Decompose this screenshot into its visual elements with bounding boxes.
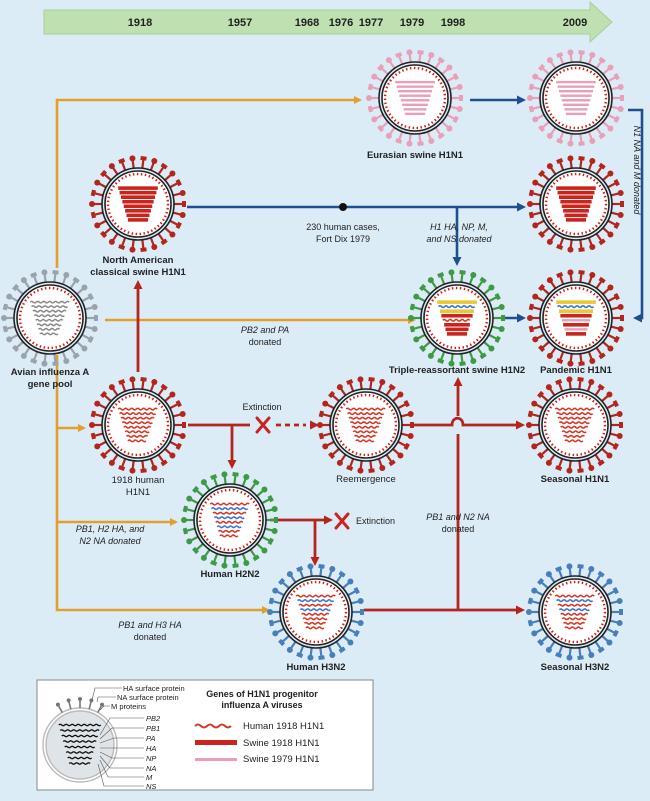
legend-title-2: influenza A viruses bbox=[221, 700, 302, 710]
label-na-classical-1: North American bbox=[103, 255, 174, 266]
virus-na-classical bbox=[89, 155, 186, 253]
label-triple-reassortant: Triple-reassortant swine H1N2 bbox=[389, 365, 525, 376]
extinction-label-2: Extinction bbox=[356, 516, 395, 526]
fortdix-line2: Fort Dix 1979 bbox=[316, 234, 370, 244]
legend-item-human-1918: Human 1918 H1N1 bbox=[194, 721, 324, 732]
legend-label-swine-1918: Swine 1918 H1N1 bbox=[243, 738, 320, 749]
fortdix-dot bbox=[339, 203, 347, 211]
legend-virus-diagram bbox=[42, 697, 118, 783]
legend: HA surface protein NA surface protein M … bbox=[36, 679, 374, 791]
virus-particles bbox=[1, 49, 624, 661]
label-human-h3n2: Human H3N2 bbox=[286, 662, 345, 673]
n1-na-vertical: N1 NA and M donated bbox=[632, 126, 642, 216]
virus-labels: Eurasian swine H1N1 North American class… bbox=[11, 150, 613, 673]
swine-lineage-lines bbox=[187, 95, 644, 323]
legend-gene-np: NP bbox=[146, 754, 156, 763]
virus-classical-2009 bbox=[527, 155, 624, 253]
label-na-classical-2: classical swine H1N1 bbox=[90, 267, 186, 278]
legend-gene-pb1: PB1 bbox=[146, 724, 160, 733]
year-1977: 1977 bbox=[359, 17, 383, 29]
label-avian-2: gene pool bbox=[28, 379, 73, 390]
virus-pandemic-h1n1 bbox=[527, 269, 624, 367]
pb1-h2-line2: N2 NA donated bbox=[79, 536, 141, 546]
pb1-n2-line1: PB1 and N2 NA bbox=[426, 512, 490, 522]
legend-gene-m: M bbox=[146, 773, 153, 782]
legend-protein-na: NA surface protein bbox=[117, 693, 179, 702]
label-pandemic: Pandemic H1N1 bbox=[540, 365, 613, 376]
label-reemergence: Reemergence bbox=[336, 474, 396, 485]
label-avian-1: Avian influenza A bbox=[11, 367, 90, 378]
virus-eurasian-swine bbox=[366, 49, 463, 147]
h1-donated-line1: H1 HA, NP, M, bbox=[430, 222, 488, 232]
annotations: 230 human cases, Fort Dix 1979 H1 HA, NP… bbox=[76, 126, 642, 642]
timeline-years: 1918 1957 1968 1976 1977 1979 1998 2009 bbox=[128, 17, 587, 29]
human-lineage-lines bbox=[133, 280, 525, 615]
year-1968: 1968 bbox=[295, 17, 319, 29]
legend-item-swine-1979: Swine 1979 H1N1 bbox=[195, 754, 320, 765]
label-seasonal-h1n1: Seasonal H1N1 bbox=[541, 474, 610, 485]
legend-protein-m: M proteins bbox=[111, 702, 146, 711]
pb1-h3-line2: donated bbox=[134, 632, 167, 642]
legend-protein-ha: HA surface protein bbox=[123, 684, 185, 693]
virus-seasonal-h3n2 bbox=[526, 563, 623, 661]
extinction-x-marks bbox=[255, 416, 350, 530]
label-eurasian-swine: Eurasian swine H1N1 bbox=[367, 150, 464, 161]
avian-donor-lines bbox=[55, 96, 416, 614]
virus-human-h2n2 bbox=[181, 471, 278, 569]
label-human-h2n2: Human H2N2 bbox=[200, 569, 259, 580]
year-1979: 1979 bbox=[400, 17, 424, 29]
virus-triple-reassortant bbox=[408, 269, 505, 367]
virus-pandemic-eurasian bbox=[527, 49, 624, 147]
legend-item-swine-1918: Swine 1918 H1N1 bbox=[195, 738, 320, 749]
year-1957: 1957 bbox=[228, 17, 252, 29]
pb2-donated-line1: PB2 and PA bbox=[241, 325, 289, 335]
virus-1918-human bbox=[89, 376, 186, 474]
virus-avian bbox=[1, 269, 98, 367]
legend-gene-ha: HA bbox=[146, 744, 156, 753]
legend-gene-ns: NS bbox=[146, 782, 156, 791]
virus-seasonal-h1n1 bbox=[526, 376, 623, 474]
extinction-label-1: Extinction bbox=[242, 402, 281, 412]
pb2-donated-line2: donated bbox=[249, 337, 282, 347]
legend-label-swine-1979: Swine 1979 H1N1 bbox=[243, 754, 320, 765]
virus-human-h3n2 bbox=[267, 563, 364, 661]
legend-gene-na: NA bbox=[146, 764, 156, 773]
year-1998: 1998 bbox=[441, 17, 465, 29]
label-1918-human-1: 1918 human bbox=[112, 475, 165, 486]
legend-gene-pb2: PB2 bbox=[146, 714, 161, 723]
year-1976: 1976 bbox=[329, 17, 353, 29]
virus-reemergence bbox=[317, 376, 414, 474]
pb1-h3-line1: PB1 and H3 HA bbox=[118, 620, 182, 630]
pb1-h2-line1: PB1, H2 HA, and bbox=[76, 524, 146, 534]
label-1918-human-2: H1N1 bbox=[126, 487, 150, 498]
h1-donated-line2: and NS donated bbox=[426, 234, 492, 244]
fortdix-line1: 230 human cases, bbox=[306, 222, 380, 232]
legend-gene-pa: PA bbox=[146, 734, 155, 743]
label-seasonal-h3n2: Seasonal H3N2 bbox=[541, 662, 610, 673]
year-2009: 2009 bbox=[563, 17, 587, 29]
legend-label-human-1918: Human 1918 H1N1 bbox=[243, 721, 324, 732]
legend-title-1: Genes of H1N1 progenitor bbox=[206, 689, 318, 699]
year-1918: 1918 bbox=[128, 17, 152, 29]
timeline-arrow bbox=[43, 0, 613, 44]
pb1-n2-line2: donated bbox=[442, 524, 475, 534]
